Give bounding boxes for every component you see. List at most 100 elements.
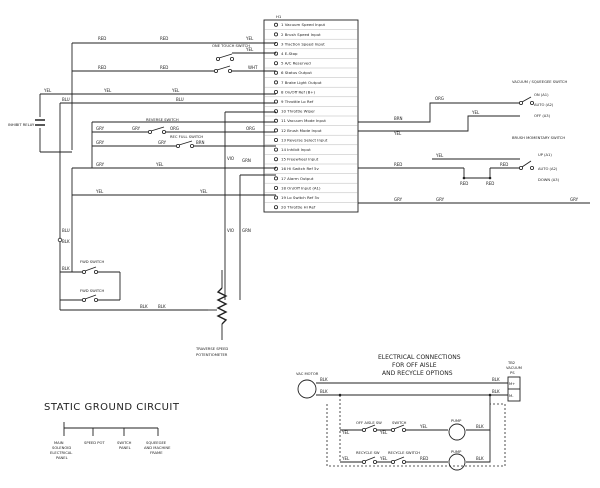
one-touch-switch-label: ONE TOUCH SWITCH (212, 44, 250, 48)
wire-label: GRY (132, 126, 141, 131)
wire-label: RED (394, 162, 402, 167)
wire-label: GRN (242, 228, 251, 233)
recycle-sw-label: RECYCLE SW (356, 451, 380, 455)
wire-label: YEL (43, 88, 52, 93)
wire-label: YEL (393, 131, 402, 136)
inhibit-relay-label: INHIBIT RELAY (8, 123, 35, 127)
wire-label: ORG (246, 126, 255, 131)
wire-label: GRY (570, 197, 579, 202)
connector-pin (273, 205, 278, 210)
switch-contact (530, 101, 535, 106)
rec-full-switch-label: REC FULL SWITCH (170, 135, 203, 139)
switch-contact (361, 427, 366, 432)
switch-contact (390, 459, 395, 464)
connector-pin (273, 22, 278, 27)
switch-contact (372, 459, 377, 464)
wire-label: GRY (96, 162, 105, 167)
pos-label: ON (A1) (534, 93, 549, 97)
switch-contact (82, 269, 87, 274)
wire-label: YEL (245, 47, 254, 52)
wire-label: BRN (394, 116, 403, 121)
terminal-block-label-1: TB2 (507, 361, 515, 365)
recycle-switch-label: RECYCLE SWITCH (388, 451, 420, 455)
switch-blade (521, 160, 532, 168)
connector-pin (273, 185, 278, 190)
static-ground-node-2: SPEED POT (84, 441, 105, 445)
wire-label: YEL (341, 430, 350, 435)
connector-pin-label: 12 Brush Mode Input (281, 128, 322, 133)
wire-label: YEL (155, 162, 164, 167)
wire-label: YEL (341, 456, 350, 461)
wire-label: BLK (476, 456, 484, 461)
wire-label: BLK (492, 377, 500, 382)
wire-label: BLK (492, 389, 500, 394)
wire-label: ORG (435, 96, 444, 101)
wire-label: RED (486, 181, 494, 186)
pump-2-label: PUMP (451, 450, 462, 454)
switch-contact (215, 57, 220, 62)
wire-label: RED (98, 65, 106, 70)
switch-contact (94, 297, 99, 302)
wire-label: YEL (379, 456, 388, 461)
wire-label: RED (500, 162, 508, 167)
connector-pin-label: 3 Traction Speed Input (281, 41, 325, 46)
static-ground-node-4c: FRAME (150, 451, 163, 455)
wire-label: RED (460, 181, 468, 186)
options-title-line-3: AND RECYCLE OPTIONS (382, 370, 453, 377)
switch-label: SWITCH (392, 421, 407, 425)
wire-label: WHT (248, 65, 258, 70)
vac-motor-symbol (297, 379, 317, 399)
junction-dot (462, 176, 466, 180)
switch-contact (227, 69, 232, 74)
switch-blade (150, 126, 165, 132)
option-harness (326, 395, 506, 467)
wire-label: YEL (435, 153, 444, 158)
static-ground-bus (63, 422, 159, 436)
switch-contact (519, 165, 524, 170)
wire-label: GRY (436, 197, 445, 202)
connector-pin (273, 137, 278, 142)
wire-label: BLK (62, 239, 70, 244)
pos-label: UP (A1) (538, 153, 552, 157)
switch-blade (216, 65, 231, 71)
connector-ref: H1 (276, 14, 282, 19)
vac-squeegee-switch-label: VACUUM / SQUEEGEE SWITCH (512, 80, 567, 84)
wire-label: BLU (62, 228, 70, 233)
static-ground-node-1b: SOLENOID (52, 446, 71, 450)
wire-label: RED (160, 36, 168, 41)
wire-label: YEL (245, 36, 254, 41)
terminal-block-label-2: VACUUM (506, 366, 522, 370)
switch-blade (84, 294, 97, 300)
connector-pin-label: 20 Throttle Hi Ref (281, 205, 316, 210)
wire-label: GRN (242, 158, 251, 163)
options-title-line-2: FOR OFF AISLE (392, 362, 437, 369)
connector-pin-label: 16 Hi Switch Ref 5v (281, 166, 320, 171)
wire-label: GRY (394, 197, 403, 202)
connector-pin-label: 17 Alarm Output (281, 176, 314, 181)
connector-pin-label: 8 On/Off Ref (B+) (281, 89, 316, 94)
wire-label: YEL (103, 88, 112, 93)
junction-dot (338, 393, 342, 397)
wire-yel-right (358, 115, 520, 132)
switch-contact (372, 427, 377, 432)
connector-pin-label: 10 Throttle Wiper (281, 109, 315, 114)
wire-label: BRN (196, 140, 205, 145)
static-ground-node-1a: MAIN (54, 441, 64, 445)
switch-contact (519, 101, 524, 106)
off-aisle-row (340, 395, 491, 431)
connector-pin (273, 61, 278, 66)
static-ground-node-4a: SQUEEGEE (146, 441, 167, 445)
recycle-row (340, 430, 491, 463)
pump-1-symbol (448, 423, 466, 441)
wire-label: BLK (158, 304, 166, 309)
wire-label: YEL (199, 189, 208, 194)
connector-pin-label: 2 Brush Speed Input (281, 32, 321, 37)
pump-2-symbol (448, 453, 466, 471)
switch-blade (393, 456, 405, 462)
wire-label: YEL (379, 430, 388, 435)
connector-pin-label: 5 A/C Reserved (281, 61, 311, 66)
switch-contact (401, 459, 406, 464)
pos-label: AUTO (A2) (534, 103, 554, 107)
wire-label: YEL (171, 88, 180, 93)
